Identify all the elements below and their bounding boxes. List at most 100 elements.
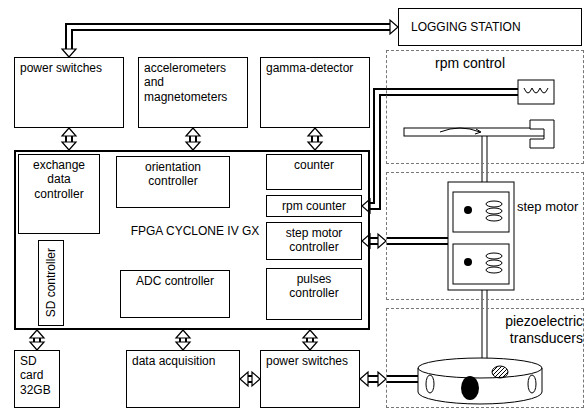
- block-label: SD card 32GB: [20, 354, 54, 397]
- hollow-arrow: [308, 128, 322, 150]
- hollow-arrow: [62, 128, 76, 150]
- block-box: orientation controller: [116, 156, 230, 208]
- block-label: data acquisition: [132, 354, 234, 368]
- arrow-core: [368, 377, 378, 381]
- arrow-head: [252, 372, 260, 386]
- block-label: power switches: [20, 61, 118, 75]
- arrow-head: [360, 372, 368, 386]
- hollow-arrow: [362, 92, 386, 213]
- fpga-block: FPGA CYCLONE IV GXexchange data controll…: [14, 150, 370, 330]
- dashed-region: step motor: [386, 172, 584, 300]
- block-box: step motor controller: [266, 222, 362, 260]
- arrow-core: [67, 136, 71, 142]
- shaft: [482, 290, 483, 360]
- arrow-head: [378, 234, 386, 248]
- block-box: counter: [266, 154, 362, 190]
- hollow-arrow: [360, 372, 386, 386]
- hollow-arrow: [186, 128, 200, 150]
- block-label: power switches: [266, 354, 354, 368]
- hollow-arrow: [303, 330, 317, 350]
- coil-turn: [486, 208, 502, 214]
- motor-line: [386, 237, 448, 245]
- block-label: step motor controller: [272, 226, 356, 255]
- block-label: exchange data controller: [24, 158, 94, 201]
- rotation-arrow-head: [475, 129, 481, 134]
- cylinder-top: [418, 358, 542, 378]
- block-label: ADC controller: [126, 274, 224, 288]
- arrow-core: [313, 136, 317, 142]
- arrow-core: [370, 92, 386, 206]
- transducer-line: [385, 377, 419, 381]
- arrow-head: [308, 142, 322, 150]
- signal-line: [385, 90, 519, 94]
- block-label: SD controller: [44, 248, 58, 317]
- rpm-sensor: [518, 80, 554, 104]
- block-label: rpm counter: [272, 199, 356, 213]
- block-label: rpm control: [435, 55, 583, 72]
- block-label: pulses controller: [272, 272, 356, 301]
- piezo-element: [528, 375, 536, 393]
- step-motor-body: [448, 182, 514, 290]
- arrow-head: [240, 372, 248, 386]
- arrow-head: [390, 20, 398, 34]
- arrow-outline: [370, 237, 378, 245]
- arrow-outline: [368, 375, 378, 383]
- arrow-head: [186, 128, 200, 136]
- arrow-head: [62, 142, 76, 150]
- block-box: exchange data controller: [18, 154, 100, 234]
- block-box: rpm counter: [266, 195, 362, 217]
- arrow-head: [62, 128, 76, 136]
- block-label: orientation controller: [122, 160, 224, 189]
- rotation-arrow: [440, 128, 480, 132]
- hollow-arrow: [176, 330, 190, 350]
- block-label: counter: [272, 158, 356, 172]
- arrow-outline: [189, 136, 197, 142]
- transducer-line: [386, 375, 418, 383]
- arrow-outline: [69, 27, 390, 49]
- hollow-arrow: [362, 234, 386, 248]
- sensor-coil: [524, 88, 548, 93]
- dashed-region: rpm control: [386, 50, 584, 164]
- block-box: accelerometers and magnetometers: [138, 57, 248, 128]
- coil-turn: [486, 215, 502, 221]
- coil-turn: [486, 267, 502, 273]
- arrow-head: [30, 342, 44, 350]
- signal-line: [386, 88, 518, 96]
- coil-turn: [486, 201, 502, 207]
- shaft: [487, 290, 488, 360]
- block-label: LOGGING STATION: [411, 20, 521, 34]
- block-box: power switches: [260, 350, 360, 408]
- cylinder-bottom: [418, 392, 542, 404]
- motor-winding: [453, 244, 509, 284]
- block-box: SD controller: [38, 240, 64, 326]
- motor-line: [385, 239, 449, 243]
- arrow-core: [370, 239, 378, 243]
- hollow-arrow: [240, 372, 260, 386]
- arrow-head: [303, 330, 317, 338]
- block-box: power switches: [14, 57, 124, 128]
- arrow-outline: [65, 136, 73, 142]
- arrow-head: [303, 342, 317, 350]
- coil-turn: [486, 260, 502, 266]
- station-box: LOGGING STATION: [398, 8, 582, 46]
- block-label: step motor: [517, 199, 583, 215]
- piezo-element: [492, 366, 508, 378]
- motor-winding: [453, 192, 509, 232]
- arrow-head: [176, 330, 190, 338]
- piezo-element: [461, 376, 479, 400]
- arrow-head: [308, 128, 322, 136]
- block-box: ADC controller: [120, 270, 230, 318]
- arrow-head: [62, 49, 76, 57]
- arrow-core: [69, 27, 390, 49]
- winding-dot: [464, 258, 472, 266]
- arrow-head: [176, 342, 190, 350]
- block-box: SD card 32GB: [14, 350, 60, 408]
- hollow-arrow: [30, 330, 44, 350]
- winding-dot: [464, 206, 472, 214]
- shaft: [482, 136, 483, 182]
- cylinder-side: [418, 368, 419, 392]
- block-box: pulses controller: [266, 268, 362, 320]
- dashed-region: piezoelectric transducers: [386, 308, 584, 408]
- block-label: piezoelectric transducers: [499, 313, 583, 347]
